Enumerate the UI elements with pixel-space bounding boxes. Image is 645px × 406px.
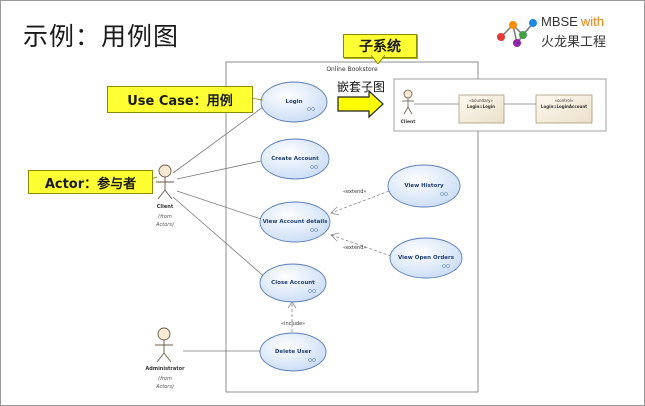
stick-figure-icon [402,89,414,115]
subsystem-callout-pointer [371,55,385,64]
use-case-create-account[interactable]: Create Account [260,138,330,180]
use-case-icon [440,192,448,196]
actor-callout: Actor：参与者 [28,170,153,194]
nested-control-name: Login::LoginAccount [541,104,587,109]
nested-arrow [337,89,384,119]
use-case-delete-user-label: Delete User [275,349,312,355]
use-case-icon [442,264,450,268]
mbse-logo [497,19,537,47]
use-case-login-label: Login [285,99,302,105]
boundary-title: Online Bookstore [326,66,378,73]
include-label: «include» [281,321,305,327]
actor-administrator-from: (from [158,376,172,382]
logo-brand: 火龙果工程 [541,35,607,50]
use-case-delete-user[interactable]: Delete User [259,332,327,372]
actor-administrator[interactable]: Administrator (from Actors) [145,327,185,390]
use-case-callout: Use Case：用例 [107,86,253,113]
use-case-view-account-details-label: View Account details [263,219,328,225]
stick-figure-icon [156,164,174,200]
nested-actor-name: Client [401,119,417,125]
associations [172,106,268,352]
subsystem-callout: 子系统 [343,34,417,58]
use-case-view-history[interactable]: View History [387,164,461,208]
logo-network-icon [497,19,537,47]
actor-administrator-name: Administrator [145,366,185,372]
extend-label-1: «extend» [343,189,366,195]
nested-control-stereotype: «control» [555,98,574,103]
actor-administrator-pkg: Actors) [155,384,174,390]
use-case-view-open-orders-label: View Open Orders [398,255,455,261]
stick-figure-icon [155,327,173,363]
use-case-icon [308,358,316,362]
use-case-close-account-label: Close Account [271,280,315,286]
nested-label: 嵌套子图 [337,80,385,94]
use-case-view-account-details[interactable]: View Account details [259,201,331,243]
actor-client-from: (from [158,214,172,220]
use-case-view-history-label: View History [404,183,444,189]
slide-title: 示例：用例图 [23,22,180,51]
use-case-close-account[interactable]: Close Account [259,263,327,303]
use-case-icon [310,228,318,232]
use-case-login[interactable]: Login [260,81,328,123]
use-case-callout-pointer [250,97,264,101]
logo-with: with [580,14,604,29]
extend-label-2: «extend» [343,245,366,251]
nested-subdiagram: Client «boundary» Login::Login «control»… [393,78,607,132]
nested-boundary-stereotype: «boundary» [469,98,493,103]
actor-client-name: Client [157,204,174,210]
use-case-icon [308,289,316,293]
use-case-icon [310,165,318,169]
nested-control-box [535,94,593,124]
use-case-view-open-orders[interactable]: View Open Orders [389,237,463,279]
nested-boundary-name: Login::Login [467,104,495,109]
nested-boundary-box [458,94,505,124]
dependencies [287,190,392,337]
actor-client-pkg: Actors) [155,222,174,228]
use-case-icon [307,107,315,111]
actor-client[interactable]: Client (from Actors) [155,164,174,228]
use-case-create-account-label: Create Account [271,156,319,162]
logo-name: MBSE [541,14,578,29]
